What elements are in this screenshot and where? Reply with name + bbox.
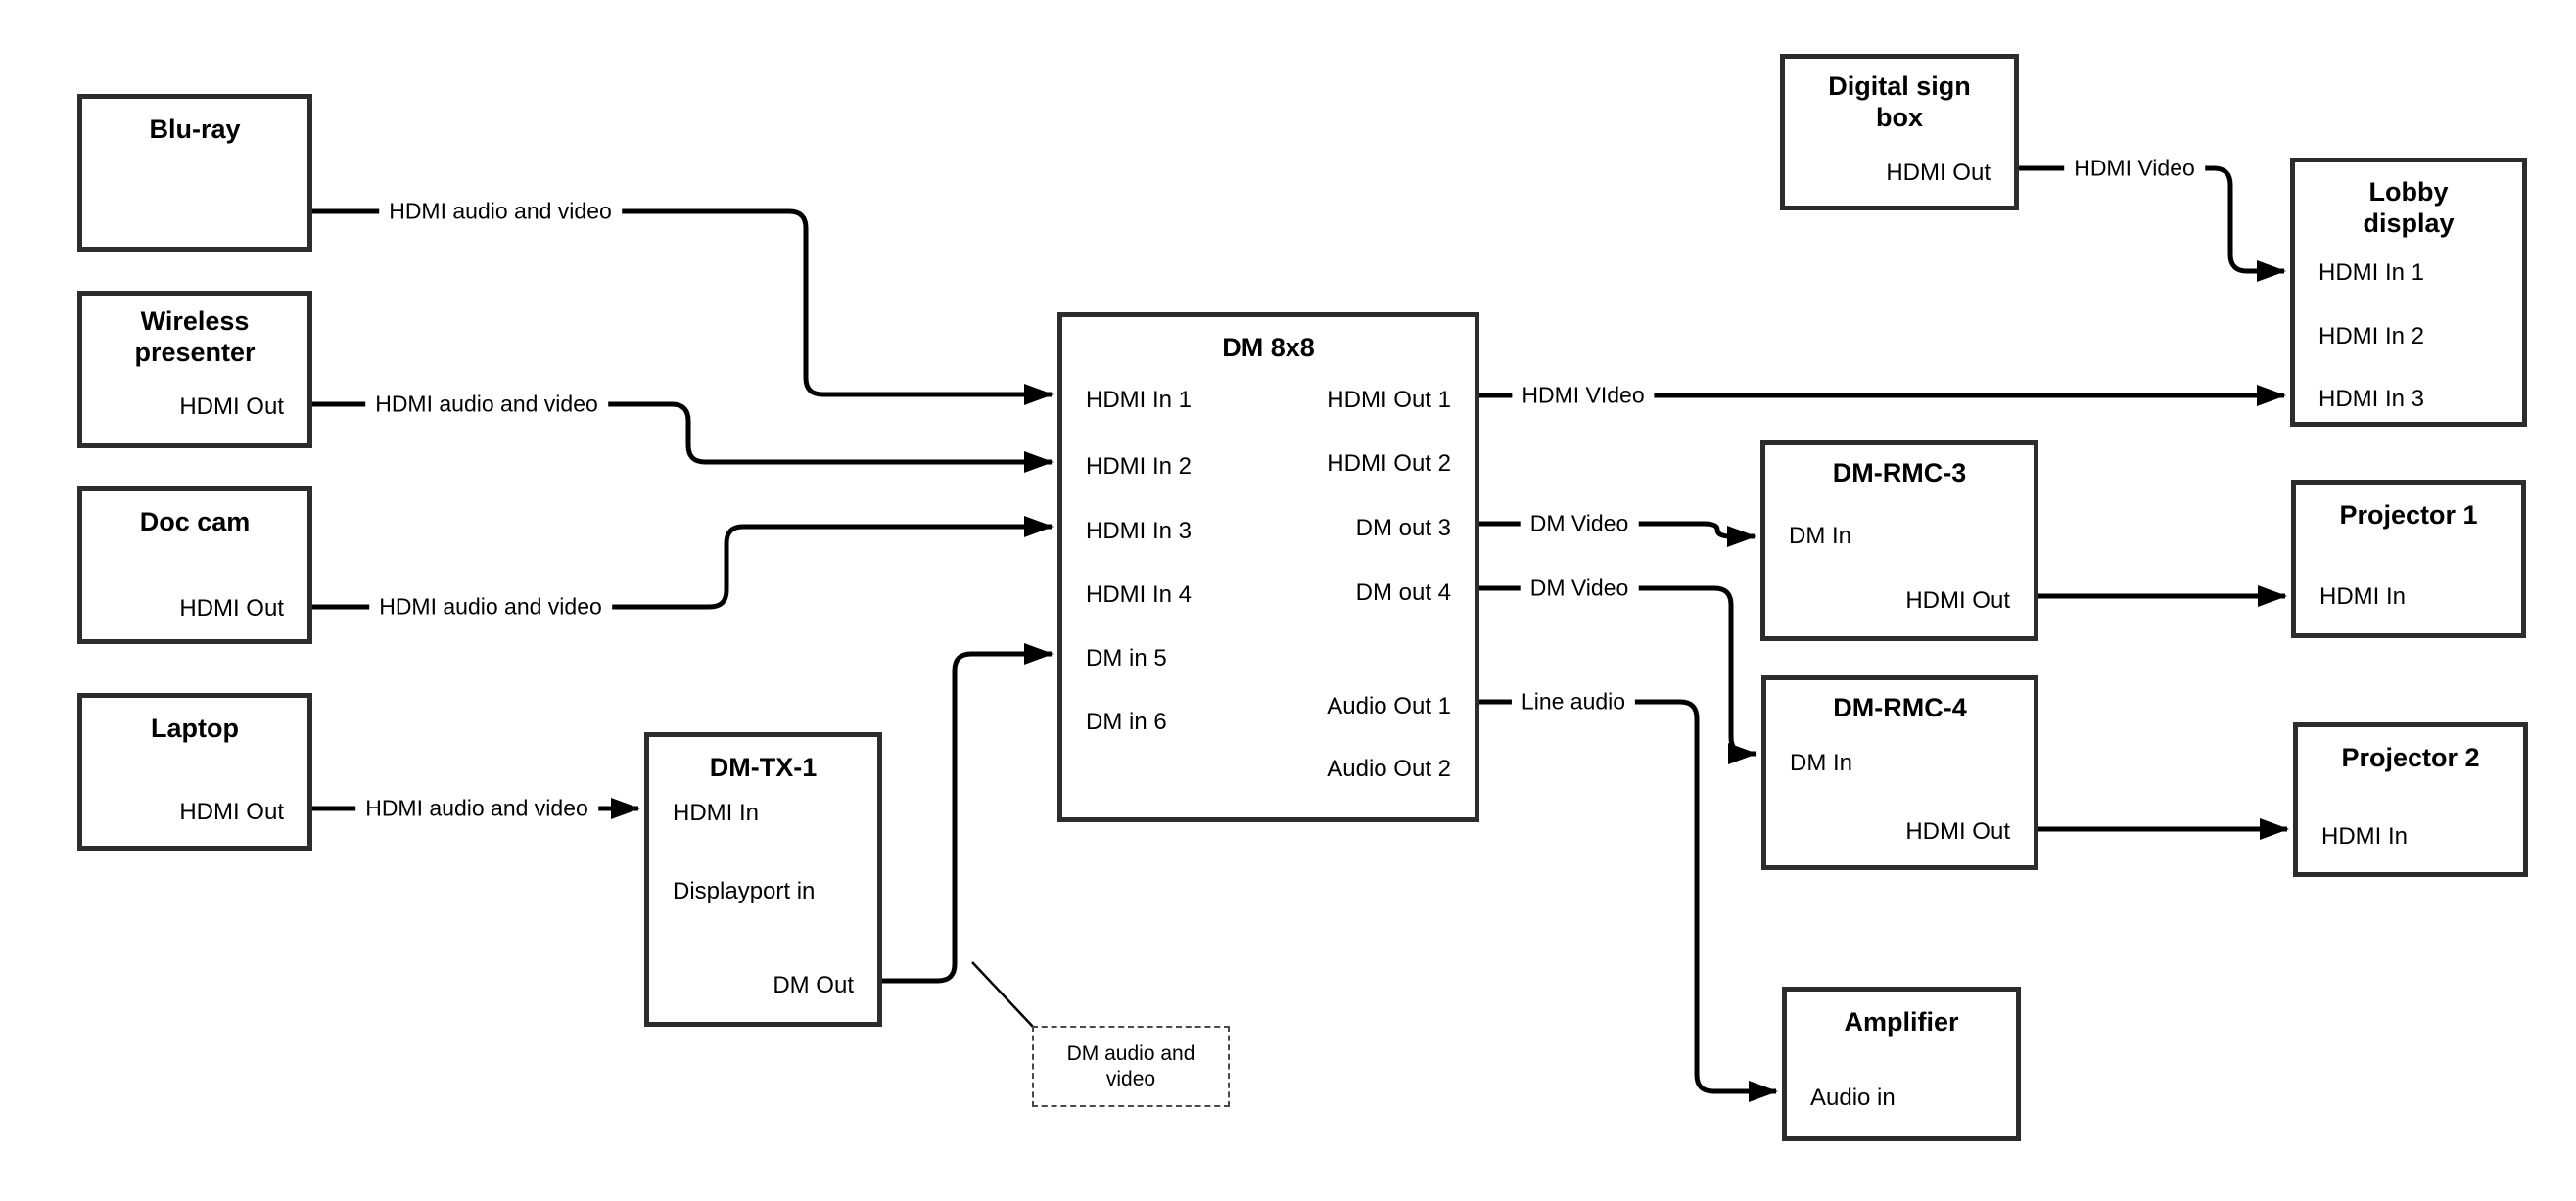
node-title: DM-TX-1	[709, 753, 818, 782]
node-amplifier[interactable]: Amplifier Audio in	[1782, 987, 2021, 1141]
port-audio-out-2: Audio Out 2	[1327, 756, 1451, 782]
port-dm-in: DM In	[1789, 523, 1852, 549]
node-dm-tx-1[interactable]: DM-TX-1 HDMI In Displayport in DM Out	[644, 732, 882, 1027]
node-title: Digital sign box	[1828, 71, 1971, 132]
port-hdmi-out: HDMI Out	[1905, 818, 2010, 845]
node-title: DM-RMC-4	[1833, 693, 1967, 722]
port-hdmi-out: HDMI Out	[1905, 587, 2010, 614]
port-dm-out-3: DM out 3	[1355, 515, 1451, 541]
port-hdmi-in: HDMI In	[2321, 823, 2409, 850]
node-title: Lobby display	[2363, 177, 2455, 238]
connector-doccam-to-dm8x8-in3[interactable]	[312, 516, 1054, 610]
port-hdmi-in: HDMI In	[2319, 583, 2407, 610]
port-hdmi-in-3: HDMI In 3	[1086, 518, 1193, 544]
wire-label-dm-video-1[interactable]: DM Video	[1520, 510, 1639, 537]
wire-label-hdmi-audio-video-4[interactable]: HDMI audio and video	[355, 795, 598, 822]
node-title: Laptop	[151, 714, 239, 743]
node-title: DM 8x8	[1222, 333, 1315, 362]
node-dm-8x8[interactable]: DM 8x8 HDMI In 1 HDMI In 2 HDMI In 3 HDM…	[1057, 312, 1479, 822]
node-projector-2[interactable]: Projector 2 HDMI In	[2293, 722, 2528, 877]
node-laptop[interactable]: Laptop HDMI Out	[77, 693, 312, 851]
port-hdmi-out-2: HDMI Out 2	[1327, 450, 1451, 477]
annotation-text: DM audio and video	[1066, 1041, 1195, 1090]
port-dm-out-4: DM out 4	[1355, 579, 1451, 606]
annotation-dm-audio-and-video[interactable]: DM audio and video	[1032, 1026, 1230, 1107]
wire-label-hdmi-audio-video-3[interactable]: HDMI audio and video	[369, 593, 612, 621]
port-audio-out-1: Audio Out 1	[1327, 693, 1451, 719]
port-hdmi-out: HDMI Out	[179, 595, 284, 622]
wire-label-hdmi-audio-video-1[interactable]: HDMI audio and video	[379, 198, 622, 225]
port-dm-in: DM In	[1790, 750, 1853, 776]
port-hdmi-in-1: HDMI In 1	[1086, 387, 1193, 413]
node-title: Wireless presenter	[134, 306, 256, 367]
port-hdmi-in-2: HDMI In 2	[1086, 453, 1193, 480]
wire-label-line-audio[interactable]: Line audio	[1511, 688, 1636, 716]
node-digital-sign-box[interactable]: Digital sign box HDMI Out	[1780, 54, 2019, 210]
wire-label-hdmi-video-sign[interactable]: HDMI Video	[2064, 155, 2205, 182]
port-hdmi-in-3: HDMI In 3	[2318, 386, 2425, 412]
port-hdmi-out: HDMI Out	[179, 393, 284, 420]
port-dm-out: DM Out	[773, 972, 854, 998]
port-audio-in: Audio in	[1810, 1085, 1896, 1111]
port-hdmi-out: HDMI Out	[1886, 160, 1991, 186]
node-dm-rmc-4[interactable]: DM-RMC-4 DM In HDMI Out	[1761, 675, 2038, 870]
node-projector-1[interactable]: Projector 1 HDMI In	[2291, 480, 2526, 638]
node-dm-rmc-3[interactable]: DM-RMC-3 DM In HDMI Out	[1760, 440, 2038, 641]
connector-wireless-to-dm8x8-in2[interactable]	[312, 401, 1054, 473]
node-title: Amplifier	[1844, 1007, 1959, 1037]
wire-label-hdmi-audio-video-2[interactable]: HDMI audio and video	[365, 391, 608, 418]
port-dm-in-6: DM in 6	[1086, 709, 1167, 735]
port-hdmi-out-1: HDMI Out 1	[1327, 387, 1451, 413]
node-lobby-display[interactable]: Lobby display HDMI In 1 HDMI In 2 HDMI I…	[2290, 158, 2527, 427]
connector-dmtx1-to-dm8x8-in5[interactable]	[882, 643, 1054, 984]
port-displayport-in: Displayport in	[673, 878, 816, 904]
port-hdmi-in-1: HDMI In 1	[2318, 259, 2425, 286]
node-title: Blu-ray	[149, 115, 241, 144]
node-title: Projector 1	[2339, 500, 2478, 530]
node-bluray[interactable]: Blu-ray HDMI Out	[77, 94, 312, 323]
node-title: Doc cam	[139, 507, 251, 536]
port-hdmi-out: HDMI Out	[179, 799, 284, 825]
port-dm-in-5: DM in 5	[1086, 645, 1167, 671]
port-hdmi-in: HDMI In	[673, 800, 760, 826]
node-title: DM-RMC-3	[1832, 458, 1967, 487]
connector-audioout1-to-amplifier[interactable]	[1479, 699, 1778, 1102]
port-hdmi-in-2: HDMI In 2	[2318, 323, 2425, 349]
connector-bluray-to-dm8x8-in1[interactable]	[312, 208, 1054, 405]
connector-dm8x8-out4-to-rmc4[interactable]	[1479, 585, 1757, 764]
wire-label-hdmi-video-out1[interactable]: HDMI VIdeo	[1512, 382, 1655, 409]
node-title: Projector 2	[2341, 743, 2480, 772]
node-doc-cam[interactable]: Doc cam HDMI Out	[77, 486, 312, 644]
connector-digitalsign-to-lobby-in1[interactable]	[2019, 165, 2286, 282]
port-hdmi-in-4: HDMI In 4	[1086, 581, 1193, 608]
annotation-leader-line	[971, 961, 1035, 1029]
node-wireless-presenter[interactable]: Wireless presenter HDMI Out	[77, 291, 312, 448]
wire-label-dm-video-2[interactable]: DM Video	[1520, 575, 1639, 602]
connector-dm8x8-out3-to-rmc3[interactable]	[1479, 521, 1756, 547]
